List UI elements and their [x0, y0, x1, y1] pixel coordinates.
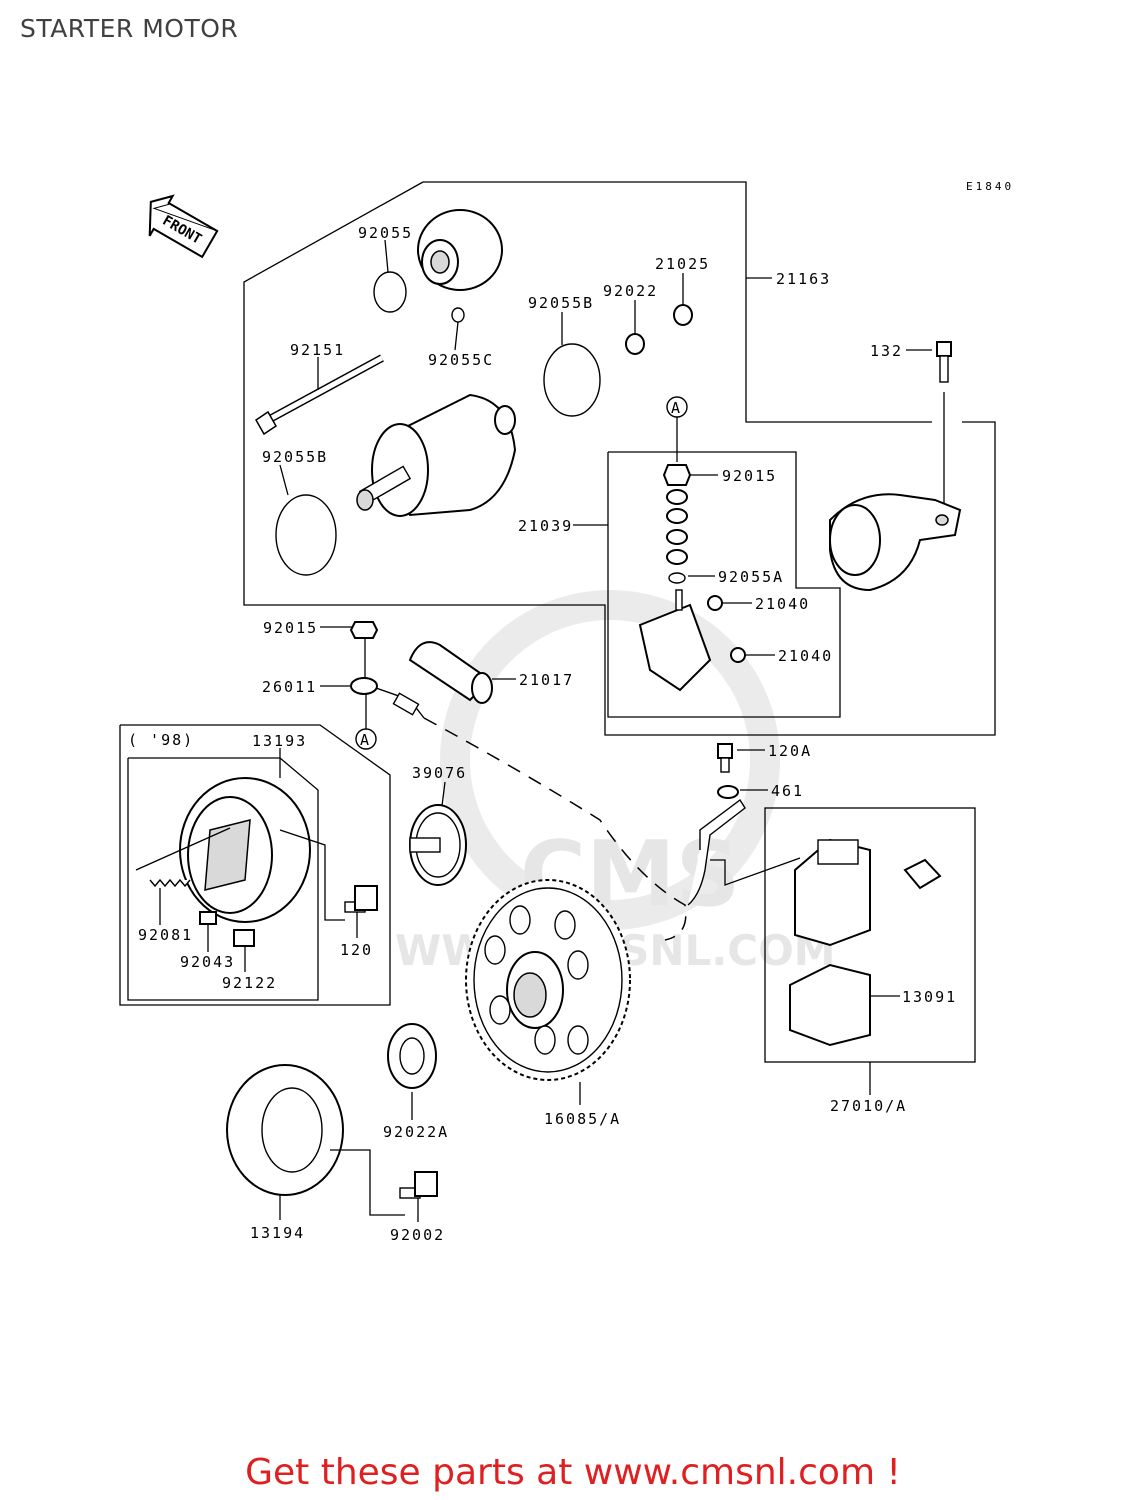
label-13091: 13091	[902, 988, 957, 1006]
label-21040-a: 21040	[755, 595, 810, 613]
starter-gear-16085a	[465, 879, 631, 1081]
part-labels: 92055 92055C 21025 92022 92055B 21163 92…	[128, 224, 957, 1244]
label-92055a: 92055A	[718, 568, 784, 586]
starter-relay	[794, 838, 871, 947]
starter-clutch-box-98	[119, 724, 391, 1006]
brush-holder-box-21039	[607, 451, 841, 718]
label-120: 120	[340, 941, 373, 959]
label-92002: 92002	[390, 1226, 445, 1244]
label-120a: 120A	[768, 742, 812, 760]
fuse-icon	[903, 858, 942, 890]
washer-21025	[673, 304, 693, 326]
bolt-120a	[717, 743, 733, 773]
label-92055c: 92055C	[428, 351, 494, 369]
washer-92022	[625, 333, 645, 355]
terminal-26011	[350, 677, 378, 695]
plunger-92043	[199, 911, 217, 925]
watermark: CMS WWW.CMSNL.COM	[395, 590, 836, 975]
bolt-92002	[399, 1171, 438, 1199]
label-13194: 13194	[250, 1224, 305, 1242]
idle-gear-39076	[409, 804, 467, 886]
label-26011: 26011	[262, 678, 317, 696]
label-21039: 21039	[518, 517, 573, 535]
through-bolt-92151	[255, 354, 384, 436]
label-21017: 21017	[519, 671, 574, 689]
roller-92122	[233, 929, 255, 947]
circle-a-top: A	[666, 396, 688, 418]
label-92055b-top: 92055B	[528, 294, 594, 312]
spring-92081	[149, 878, 191, 888]
washer-stack	[666, 489, 688, 565]
starter-clutch-13193	[179, 777, 311, 923]
brush-21040-b	[730, 647, 746, 663]
label-92015-left: 92015	[263, 619, 318, 637]
front-arrow-icon: FRONT	[148, 194, 219, 259]
label-92022: 92022	[603, 282, 658, 300]
label-16085a: 16085/A	[544, 1110, 621, 1128]
svg-text:A: A	[671, 399, 682, 417]
label-21025: 21025	[655, 255, 710, 273]
lead-wire-dashed	[423, 717, 687, 941]
footer-link-banner[interactable]: Get these parts at www.cmsnl.com !	[245, 1452, 901, 1493]
terminal-cap-21017	[408, 641, 493, 704]
label-92022a: 92022A	[383, 1123, 449, 1141]
label-27010a: 27010/A	[830, 1097, 907, 1115]
battery-lead	[687, 798, 746, 906]
brush-21040-a	[707, 595, 723, 611]
nut-92015-left	[349, 621, 379, 639]
bolt-120	[344, 885, 378, 913]
label-note-98: ( '98)	[128, 731, 194, 749]
page-title: STARTER MOTOR	[20, 14, 239, 43]
o-ring-92055a	[668, 572, 686, 584]
label-92055b-left: 92055B	[262, 448, 328, 466]
starter-motor-exploded-diagram: CMS WWW.CMSNL.COM E1840 FRONT	[119, 180, 1014, 1244]
o-ring-92055	[373, 271, 407, 313]
label-92055: 92055	[358, 224, 413, 242]
washer-461	[717, 785, 739, 799]
o-ring-92055b-top	[543, 343, 601, 417]
clutch-ring-13194	[226, 1064, 344, 1196]
nut-92015-top	[662, 464, 692, 486]
leader-lines	[159, 239, 932, 1222]
label-13193: 13193	[252, 732, 307, 750]
label-92015-top: 92015	[722, 467, 777, 485]
label-132: 132	[870, 342, 903, 360]
bolt-132	[936, 341, 952, 383]
motor-yoke	[356, 393, 517, 517]
label-92081: 92081	[138, 926, 193, 944]
svg-text:A: A	[360, 731, 371, 749]
label-21040-b: 21040	[778, 647, 833, 665]
circle-a-bottom: A	[355, 728, 377, 750]
label-92043: 92043	[180, 953, 235, 971]
label-461: 461	[771, 782, 804, 800]
mounting-bracket	[829, 493, 962, 592]
label-92122: 92122	[222, 974, 277, 992]
diagram-code: E1840	[966, 180, 1014, 193]
relay-cover-13091	[789, 963, 871, 1047]
o-ring-92055c	[451, 307, 465, 323]
assembly-outline-21163	[423, 181, 932, 423]
brush-plate	[638, 589, 712, 692]
end-cover	[417, 209, 503, 291]
label-39076: 39076	[412, 764, 467, 782]
o-ring-92055b-left	[275, 494, 337, 576]
label-21163: 21163	[776, 270, 831, 288]
label-92151: 92151	[290, 341, 345, 359]
